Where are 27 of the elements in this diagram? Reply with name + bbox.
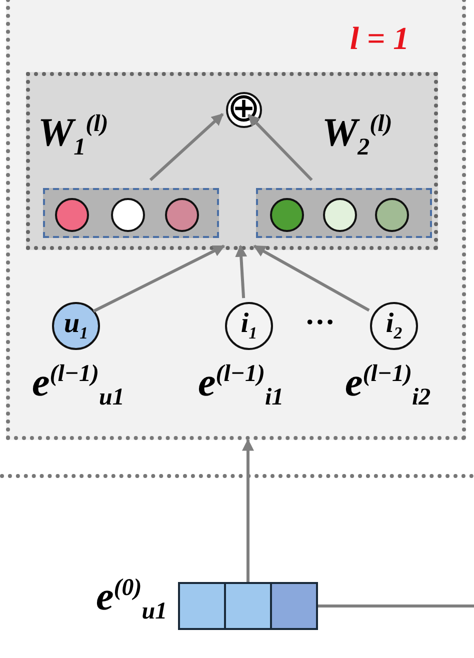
embedding-circle [111, 198, 145, 232]
node-label: u$_{1}$ [64, 310, 88, 342]
connector-line [318, 604, 474, 608]
node-circle [52, 302, 100, 350]
group-box [256, 188, 432, 238]
node-circle [370, 302, 418, 350]
inner-panel [26, 72, 438, 250]
outer-panel [6, 0, 466, 440]
arrow [242, 438, 254, 582]
arrow [149, 113, 224, 182]
arrow [247, 114, 313, 182]
node-circle [225, 302, 273, 350]
embedding-circle [323, 198, 357, 232]
embedding-bar [178, 582, 318, 630]
sum-symbol: ⊕ [227, 88, 261, 128]
arrow [253, 244, 370, 312]
layer-label: l = 1 [350, 22, 410, 54]
group-box [43, 188, 219, 238]
arrow [92, 244, 226, 313]
embedding-circle [375, 198, 409, 232]
node-label: i$_{2}$ [386, 310, 402, 342]
node-label: i$_{1}$ [240, 310, 258, 342]
embedding-circle [55, 198, 89, 232]
ellipsis: … [306, 300, 336, 330]
embedding-circle [270, 198, 304, 232]
embedding-circle [165, 198, 199, 232]
arrow [235, 244, 248, 298]
